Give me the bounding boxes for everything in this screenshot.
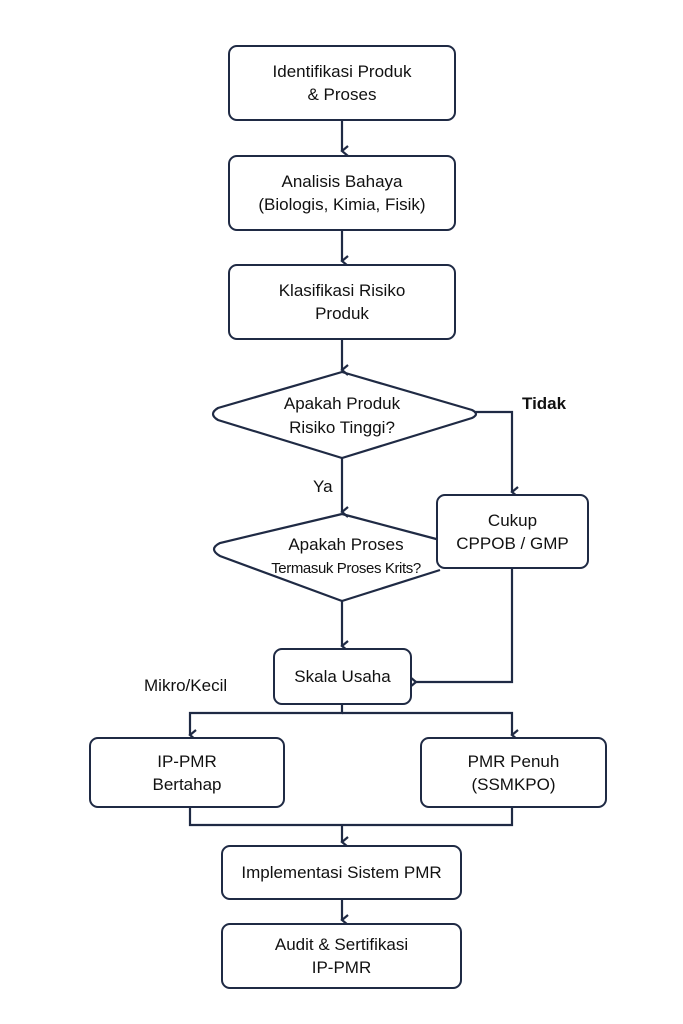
edge-label-tidak: Tidak: [522, 394, 567, 413]
node-audit-line2: IP-PMR: [311, 958, 372, 977]
node-pmr-penuh-line1: PMR Penuh: [467, 751, 560, 771]
node-cukup: Cukup CPPOB / GMP: [436, 494, 589, 569]
arrow-skala-split-right: [342, 711, 519, 741]
node-skala: Skala Usaha: [273, 648, 412, 705]
node-ip-pmr-line2: Bertahap: [152, 774, 222, 794]
arrow-skala-split: [188, 704, 344, 741]
edge-label-mikro-kecil: Mikro/Kecil: [144, 676, 228, 695]
node-analisis: Analisis Bahaya (Biologis, Kimia, Fisik): [228, 155, 456, 231]
node-ip-pmr: IP-PMR Bertahap: [89, 737, 285, 808]
decision-risiko-line1: Apakah Produk: [283, 394, 401, 413]
decision-proses-shape: [212, 512, 441, 603]
node-klasifikasi-line2: Produk: [315, 304, 369, 323]
node-cukup-line2: CPPOB / GMP: [456, 533, 569, 553]
decision-risiko-text: Apakah Produk Risiko Tinggi?: [232, 392, 452, 440]
node-audit: Audit & Sertifikasi IP-PMR: [221, 923, 462, 989]
node-skala-line1: Skala Usaha: [294, 667, 391, 686]
node-klasifikasi-line1: Klasifikasi Risiko: [278, 281, 406, 300]
merge-line: [188, 806, 514, 827]
decision-proses-line1: Apakah Proses: [288, 535, 404, 554]
node-identifikasi: Identifikasi Produk & Proses: [228, 45, 456, 121]
node-ip-pmr-line1: IP-PMR: [157, 751, 217, 771]
node-pmr-penuh: PMR Penuh (SSMKPO): [420, 737, 607, 808]
arrow-tidak: [474, 410, 519, 498]
node-pmr-penuh-line2: (SSMKPO): [471, 774, 556, 794]
decision-risiko-line2: Risiko Tinggi?: [289, 418, 395, 437]
node-identifikasi-line1: Identifikasi Produk: [272, 62, 412, 81]
decision-proses-line2: Termasuk Proses Krits?: [271, 560, 421, 577]
node-klasifikasi: Klasifikasi Risiko Produk: [228, 264, 456, 340]
arrow-cukup-skala: [409, 568, 514, 688]
node-implementasi-line1: Implementasi Sistem PMR: [241, 863, 442, 882]
edge-label-ya: Ya: [313, 477, 333, 496]
node-audit-line1: Audit & Sertifikasi: [274, 935, 409, 954]
node-analisis-line2: (Biologis, Kimia, Fisik): [258, 195, 426, 214]
node-identifikasi-line2: & Proses: [307, 85, 377, 104]
node-cukup-line1: Cukup: [487, 510, 538, 530]
decision-proses-text: Apakah Proses Termasuk Proses Krits?: [236, 533, 456, 581]
node-implementasi: Implementasi Sistem PMR: [221, 845, 462, 900]
node-analisis-line1: Analisis Bahaya: [281, 172, 403, 191]
